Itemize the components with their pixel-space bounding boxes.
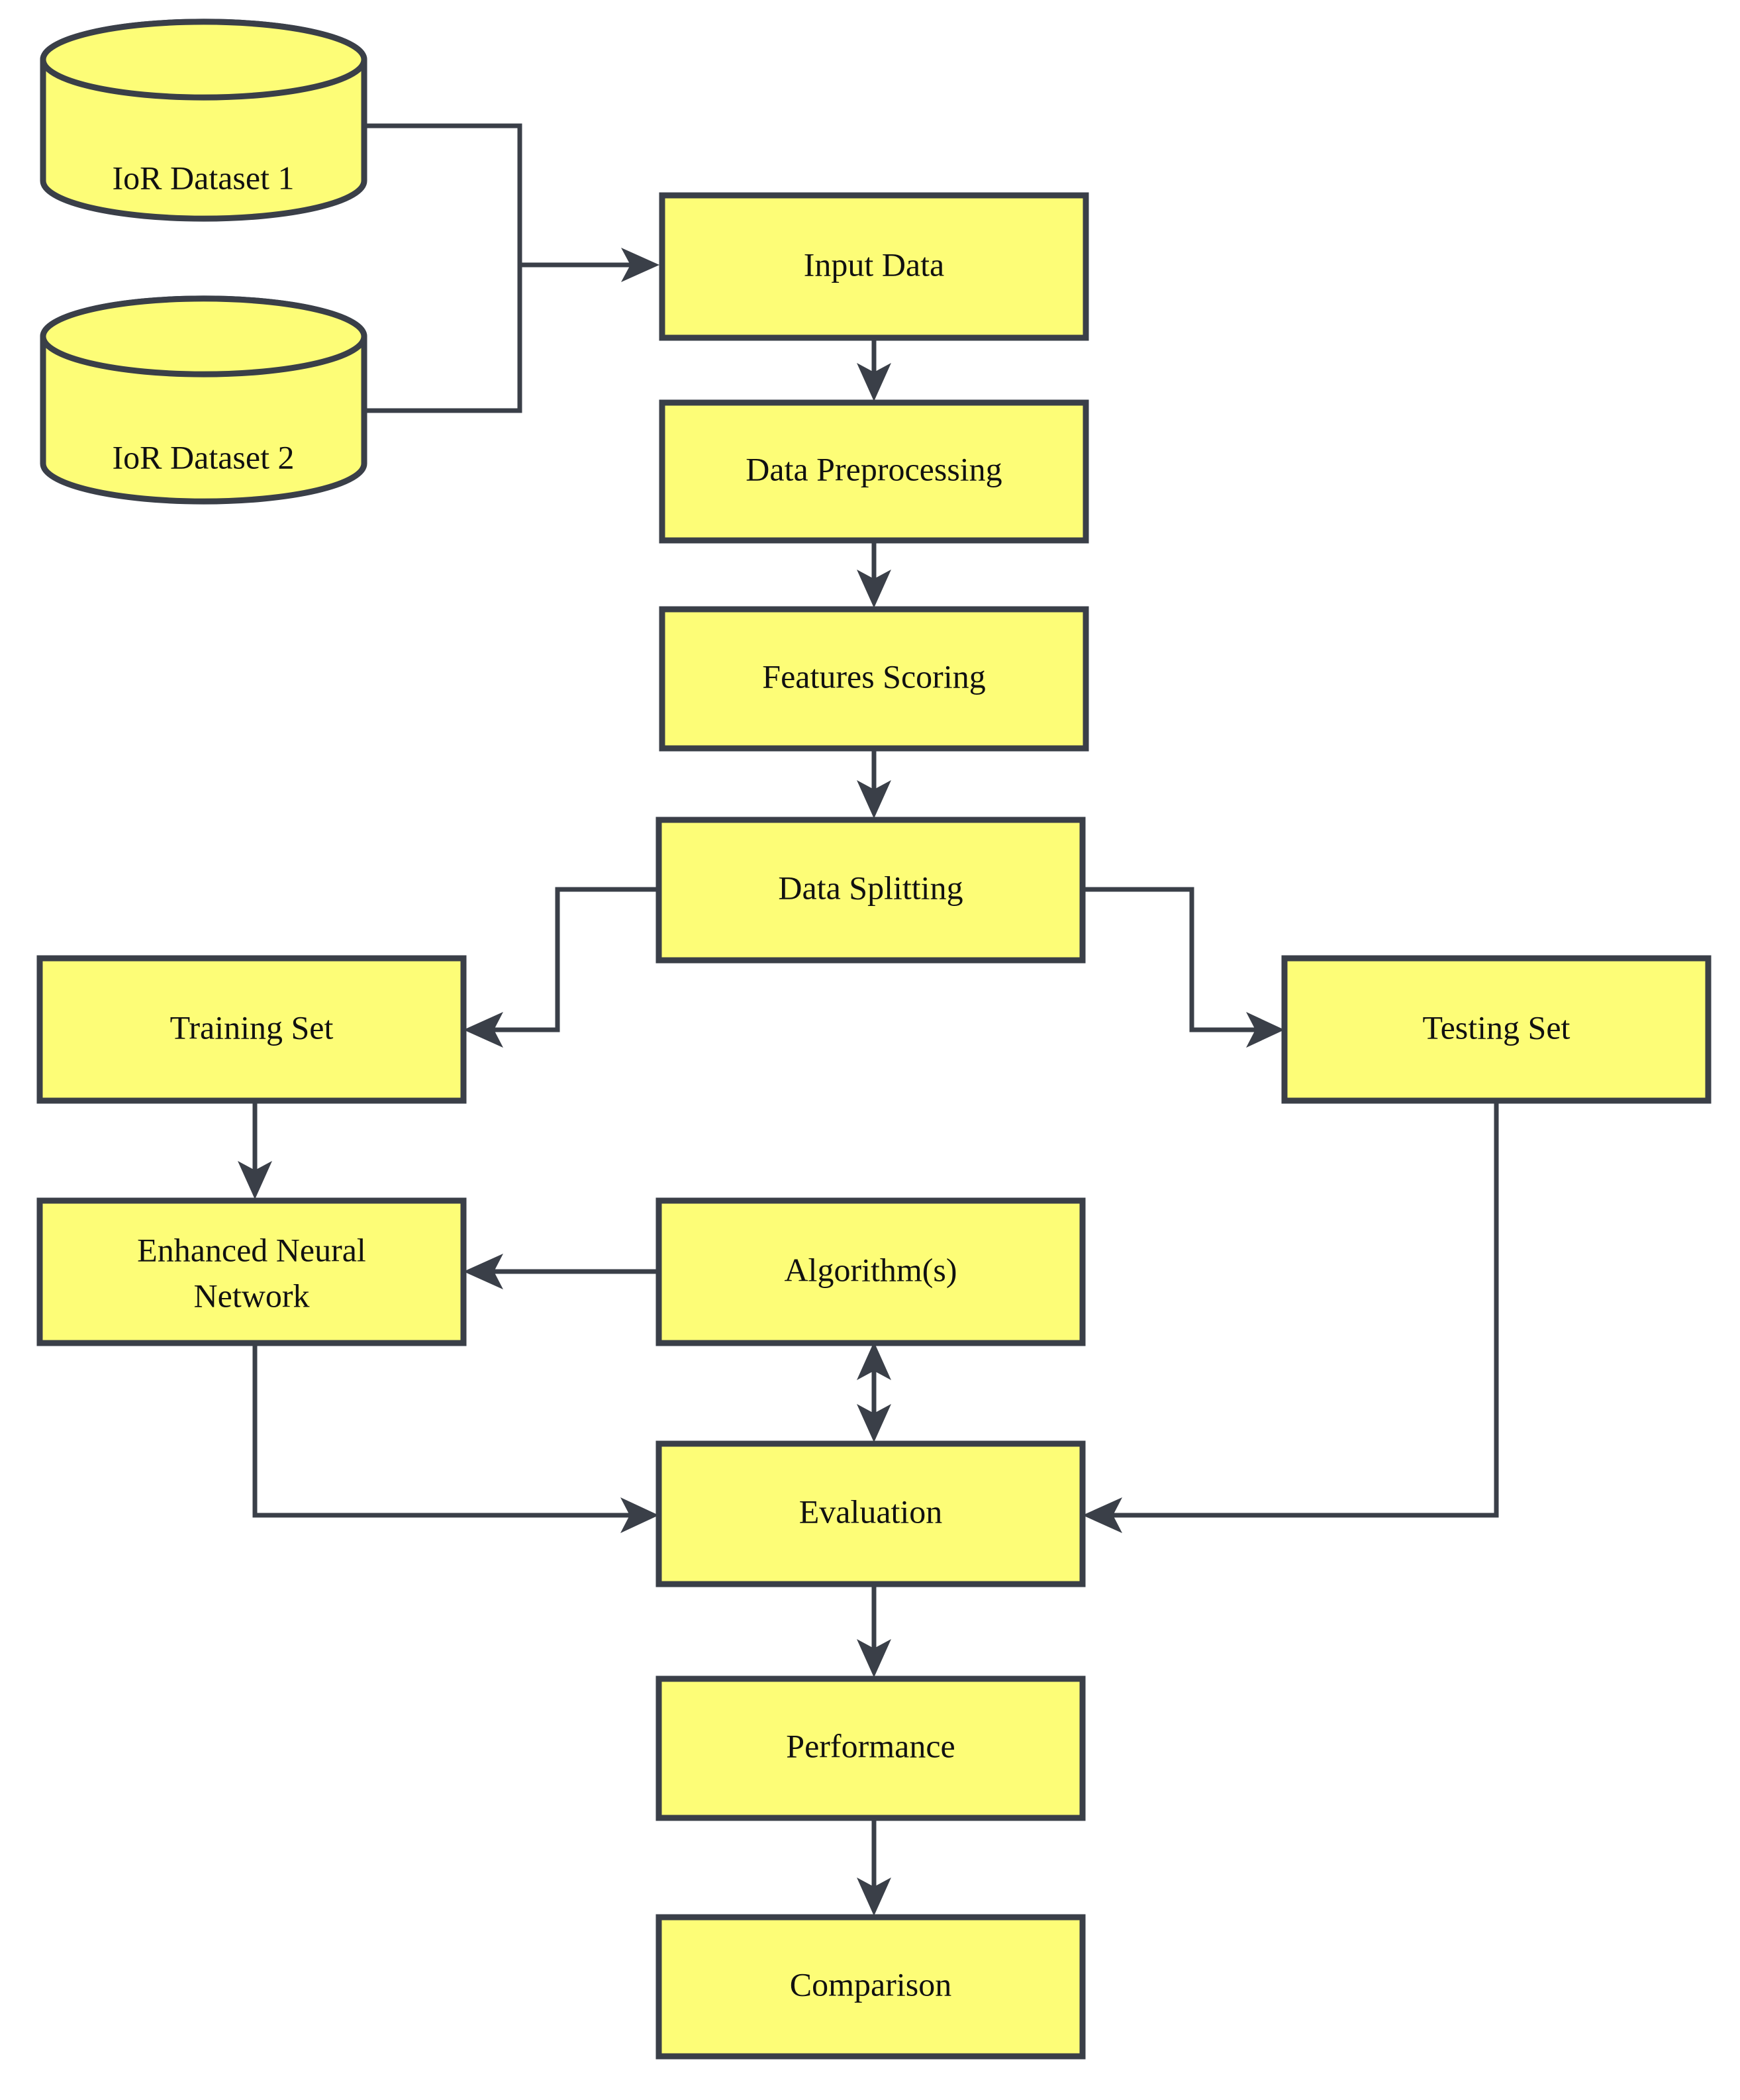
edge-splitting-to-training (490, 887, 659, 1032)
node-testing-set[interactable]: Testing Set (1281, 955, 1712, 1104)
arrow-head-enn-top (238, 1161, 272, 1199)
node-data-preprocessing[interactable]: Data Preprocessing (659, 399, 1089, 544)
node-comparison[interactable]: Comparison (655, 1914, 1086, 2060)
node-box-comparison (655, 1914, 1086, 2060)
node-evaluation[interactable]: Evaluation (655, 1440, 1086, 1587)
node-input-data[interactable]: Input Data (659, 192, 1089, 341)
edge-dataset2-to-input (358, 265, 522, 413)
cylinder-top-dataset1 (40, 19, 367, 101)
node-box-performance (655, 1675, 1086, 1821)
node-layer: IoR Dataset 1 IoR Dataset 2 Input Data D… (36, 19, 1712, 2060)
arrow-head-algorithms-bottom (857, 1342, 891, 1380)
arrow-head-evaluation-top (857, 1404, 891, 1442)
node-box-enhanced-neural-network (36, 1197, 467, 1346)
edge-layer (238, 123, 1499, 1916)
arrow-head-testing-left (1246, 1012, 1284, 1048)
node-enhanced-neural-network[interactable]: Enhanced Neural Network (36, 1197, 467, 1346)
node-box-algorithms (655, 1197, 1086, 1346)
node-box-training-set (36, 955, 467, 1104)
cylinder-top-dataset2 (40, 295, 367, 377)
node-dataset2[interactable]: IoR Dataset 2 (40, 295, 367, 505)
arrow-head-training-right (463, 1012, 503, 1048)
edge-testing-to-evaluation (1109, 1101, 1499, 1518)
edge-enn-to-evaluation (252, 1343, 632, 1518)
arrow-head-input-left (621, 248, 659, 282)
node-features-scoring[interactable]: Features Scoring (659, 606, 1089, 752)
arrow-head-preprocess-top (857, 363, 891, 401)
arrow-head-evaluation-right (1083, 1497, 1122, 1533)
node-performance[interactable]: Performance (655, 1675, 1086, 1821)
node-box-features-scoring (659, 606, 1089, 752)
node-data-splitting[interactable]: Data Splitting (655, 817, 1086, 964)
node-box-testing-set (1281, 955, 1712, 1104)
arrow-head-features-top (857, 570, 891, 608)
arrow-head-evaluation-left (620, 1497, 659, 1533)
node-training-set[interactable]: Training Set (36, 955, 467, 1104)
node-dataset1[interactable]: IoR Dataset 1 (40, 19, 367, 222)
arrow-head-splitting-top (857, 780, 891, 819)
arrow-head-comparison-top (857, 1877, 891, 1916)
node-box-evaluation (655, 1440, 1086, 1587)
node-algorithms[interactable]: Algorithm(s) (655, 1197, 1086, 1346)
node-box-data-preprocessing (659, 399, 1089, 544)
arrow-head-enn-right (463, 1254, 503, 1289)
edge-dataset1-to-input (358, 123, 522, 265)
arrow-head-performance-top (857, 1639, 891, 1677)
node-box-input-data (659, 192, 1089, 341)
edge-splitting-to-testing (1083, 887, 1258, 1032)
node-box-data-splitting (655, 817, 1086, 964)
